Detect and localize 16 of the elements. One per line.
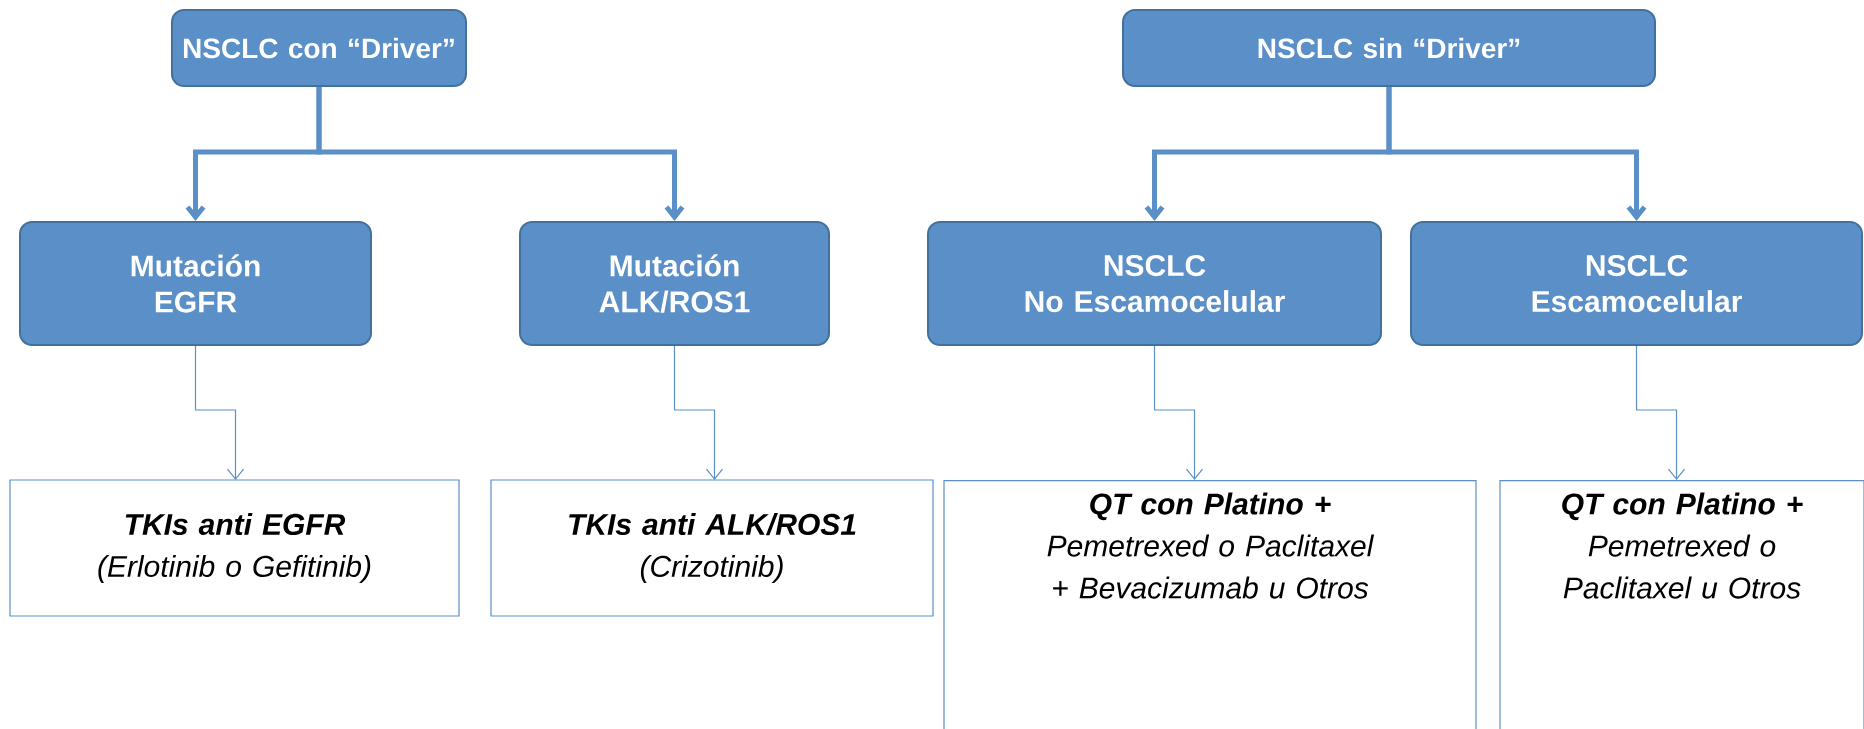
treatment-box: TKIs anti ALK/ROS1 (Crizotinib)	[490, 479, 934, 617]
category-box: NSCLC con “Driver”	[171, 9, 467, 87]
treatment-box: QT con Platino + Pemetrexed o Paclitaxel u Otros	[1499, 480, 1864, 729]
category-box: NSCLC sin “Driver”	[1122, 9, 1656, 87]
category-box: NSCLC Escamocelular	[1410, 221, 1863, 346]
category-box: Mutación EGFR	[19, 221, 372, 346]
arrow	[1386, 87, 1647, 221]
category-box: NSCLC No Escamocelular	[927, 221, 1382, 346]
category-box: Mutación ALK/ROS1	[519, 221, 830, 346]
arrow	[1635, 345, 1686, 480]
treatment-box: TKIs anti EGFR (Erlotinib o Gefitinib)	[9, 479, 460, 617]
arrow	[1153, 345, 1204, 480]
arrow	[194, 345, 245, 480]
arrow	[673, 345, 724, 480]
arrow	[316, 87, 685, 221]
treatment-box: QT con Platino + Pemetrexed o Paclitaxel + Bevacizumab u Otros	[943, 480, 1477, 729]
